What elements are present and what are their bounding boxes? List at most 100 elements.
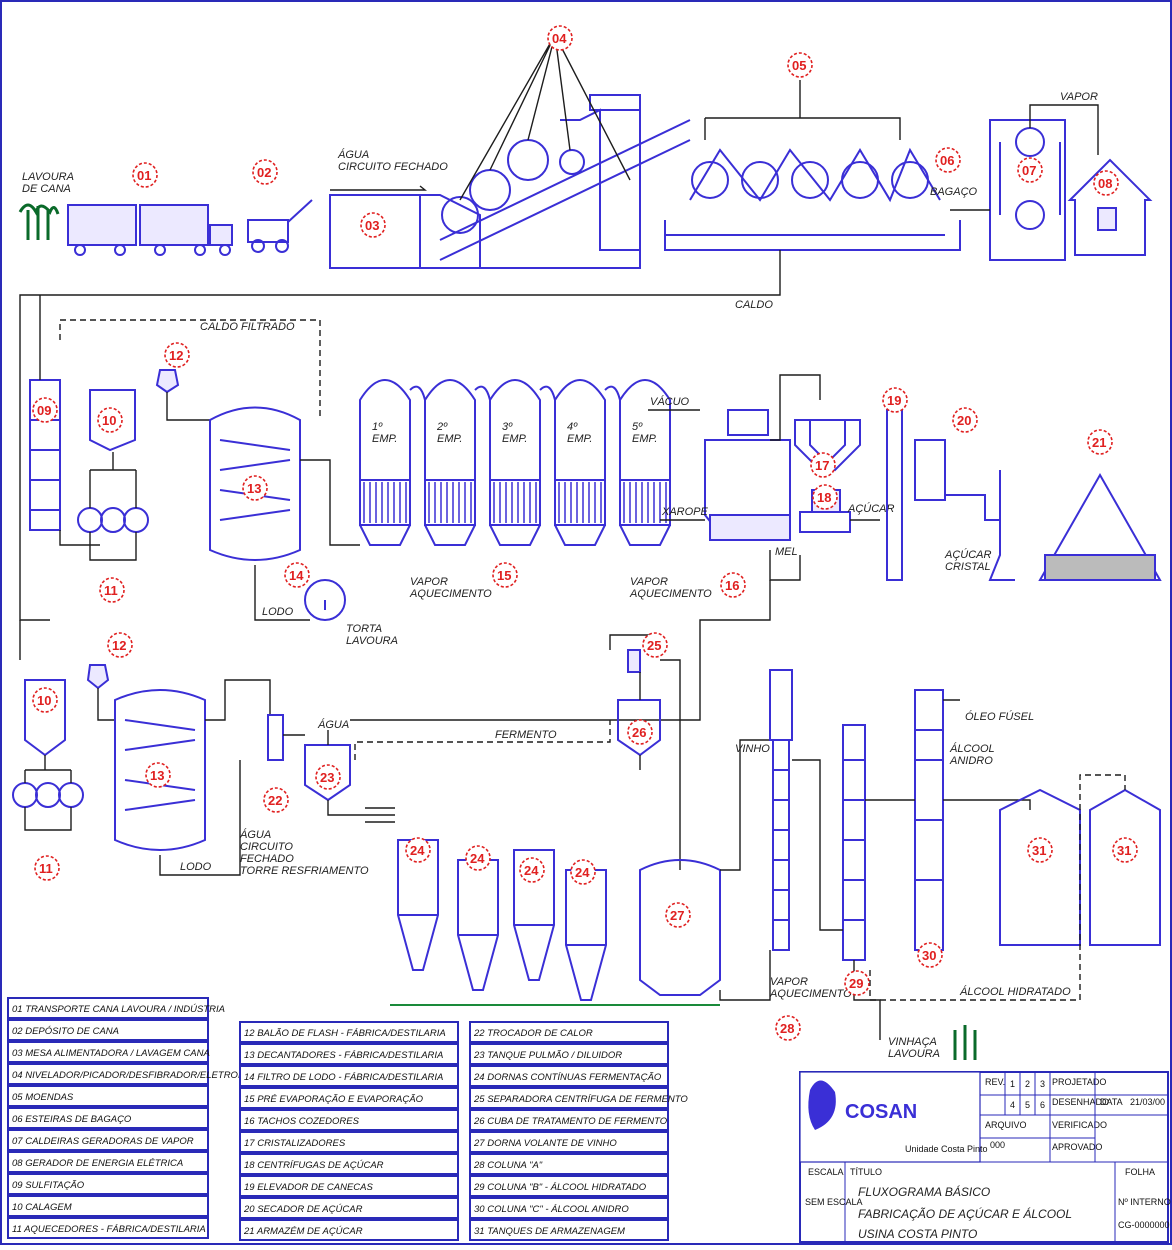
marker-20: 20: [952, 407, 978, 433]
legend-text: 09 SULFITAÇÃO: [12, 1180, 85, 1191]
label-mel: MEL: [775, 546, 798, 558]
svg-text:07: 07: [1022, 163, 1036, 178]
legend-item: 25 SEPARADORA CENTRÍFUGA DE FERMENTO: [469, 1087, 688, 1109]
svg-text:20: 20: [957, 413, 971, 428]
legend-text: 03 MESA ALIMENTADORA / LAVAGEM CANA: [12, 1048, 210, 1059]
label-oleo-fusel: ÓLEO FÚSEL: [965, 710, 1034, 723]
label-lodo-1: LODO: [262, 606, 294, 618]
sulfitation-tower: [29, 379, 61, 531]
projetado-label: PROJETADO: [1052, 1077, 1106, 1087]
svg-text:14: 14: [289, 568, 304, 583]
legend-item: 13 DECANTADORES - FÁBRICA/DESTILARIA: [239, 1043, 459, 1065]
svg-text:28: 28: [780, 1021, 794, 1036]
rev-label: REV.: [985, 1077, 1005, 1087]
legend-text: 02 DEPÓSITO DE CANA: [12, 1026, 119, 1037]
legend-text: 24 DORNAS CONTÍNUAS FERMENTAÇÃO: [473, 1072, 662, 1083]
drawing-number: CG-0000000: [1118, 1220, 1170, 1230]
marker-18: 18: [812, 484, 838, 510]
legend-item: 24 DORNAS CONTÍNUAS FERMENTAÇÃO: [469, 1065, 669, 1087]
svg-text:04: 04: [552, 31, 567, 46]
arquivo-label: ARQUIVO: [985, 1120, 1027, 1130]
label-acucar: AÇÚCAR: [847, 502, 895, 515]
legend-text: 31 TANQUES DE ARMAZENAGEM: [474, 1226, 625, 1237]
legend-text: 17 CRISTALIZADORES: [244, 1138, 346, 1149]
legend-text: 25 SEPARADORA CENTRÍFUGA DE FERMENTO: [473, 1094, 688, 1105]
legend-item: 07 CALDEIRAS GERADORAS DE VAPOR: [7, 1129, 209, 1151]
cane-field-icon: [18, 203, 60, 240]
marker-16: 16: [720, 572, 746, 598]
feed-table: [329, 194, 421, 269]
wine-tank: [639, 859, 721, 996]
vacuum-pan: [704, 409, 791, 541]
marker-31: 31: [1112, 837, 1138, 863]
svg-text:27: 27: [670, 908, 684, 923]
label-agua-2: ÁGUA: [317, 718, 349, 731]
marker-15: 15: [492, 562, 518, 588]
marker-31: 31: [1027, 837, 1053, 863]
legend-text: 08 GERADOR DE ENERGIA ELÉTRICA: [12, 1158, 183, 1169]
svg-text:30: 30: [922, 948, 936, 963]
svg-text:06: 06: [940, 153, 954, 168]
legend: 01 TRANSPORTE CANA LAVOURA / INDÚSTRIA 02…: [7, 997, 688, 1241]
rev-number: 4: [1010, 1100, 1015, 1110]
folha-value: Nº INTERNO: [1118, 1197, 1171, 1207]
marker-25: 25: [642, 632, 668, 658]
legend-item: 23 TANQUE PULMÃO / DILUIDOR: [469, 1043, 669, 1065]
escala-label: ESCALA: [808, 1167, 844, 1177]
svg-text:10: 10: [102, 413, 116, 428]
legend-item: 04 NIVELADOR/PICADOR/DESFIBRADOR/ELETROÍ…: [7, 1063, 255, 1085]
label-lodo-2: LODO: [180, 861, 212, 873]
legend-item: 09 SULFITAÇÃO: [7, 1173, 209, 1195]
rotary-filter: [304, 579, 346, 621]
rev-number: 1: [1010, 1079, 1015, 1089]
legend-item: 21 ARMAZÉM DE AÇÚCAR: [239, 1219, 459, 1241]
svg-text:10: 10: [37, 693, 51, 708]
marker-22: 22: [263, 787, 289, 813]
marker-26: 26: [627, 719, 653, 745]
lime-tank-1: [89, 389, 136, 452]
sugar-dryer: [914, 439, 1015, 581]
legend-item: 26 CUBA DE TRATAMENTO DE FERMENTO: [469, 1109, 669, 1131]
folha-label: FOLHA: [1125, 1167, 1155, 1177]
escala-value: SEM ESCALA: [805, 1197, 863, 1207]
caldo-pipe: [19, 250, 781, 621]
legend-text: 04 NIVELADOR/PICADOR/DESFIBRADOR/ELETROÍ…: [12, 1070, 255, 1081]
lime-tank-2: [24, 679, 66, 757]
fermentation-vat-4: [565, 869, 607, 1001]
generator-house-icon: [1067, 158, 1153, 256]
marker-10: 10: [32, 687, 58, 713]
data-label: DATA: [1100, 1097, 1123, 1107]
legend-item: 02 DEPÓSITO DE CANA: [7, 1019, 209, 1041]
legend-text: 18 CENTRÍFUGAS DE AÇÚCAR: [244, 1160, 384, 1171]
legend-item: 17 CRISTALIZADORES: [239, 1131, 459, 1153]
svg-text:02: 02: [257, 165, 271, 180]
svg-text:21: 21: [1092, 435, 1106, 450]
marker-11: 11: [34, 855, 60, 881]
legend-text: 15 PRÉ EVAPORAÇÃO E EVAPORAÇÃO: [244, 1094, 424, 1105]
marker-27: 27: [665, 902, 691, 928]
legend-text: 10 CALAGEM: [12, 1202, 72, 1213]
marker-09: 09: [32, 397, 58, 423]
marker-24: 24: [465, 845, 491, 871]
column-a: [769, 669, 793, 951]
legend-item: 19 ELEVADOR DE CANECAS: [239, 1175, 459, 1197]
yeast-treatment-tank: [617, 699, 661, 757]
cane-conveyor: [439, 119, 691, 261]
legend-text: 01 TRANSPORTE CANA LAVOURA / INDÚSTRIA: [12, 1004, 225, 1015]
legend-text: 20 SECADOR DE AÇÚCAR: [243, 1204, 363, 1215]
svg-text:05: 05: [792, 58, 806, 73]
